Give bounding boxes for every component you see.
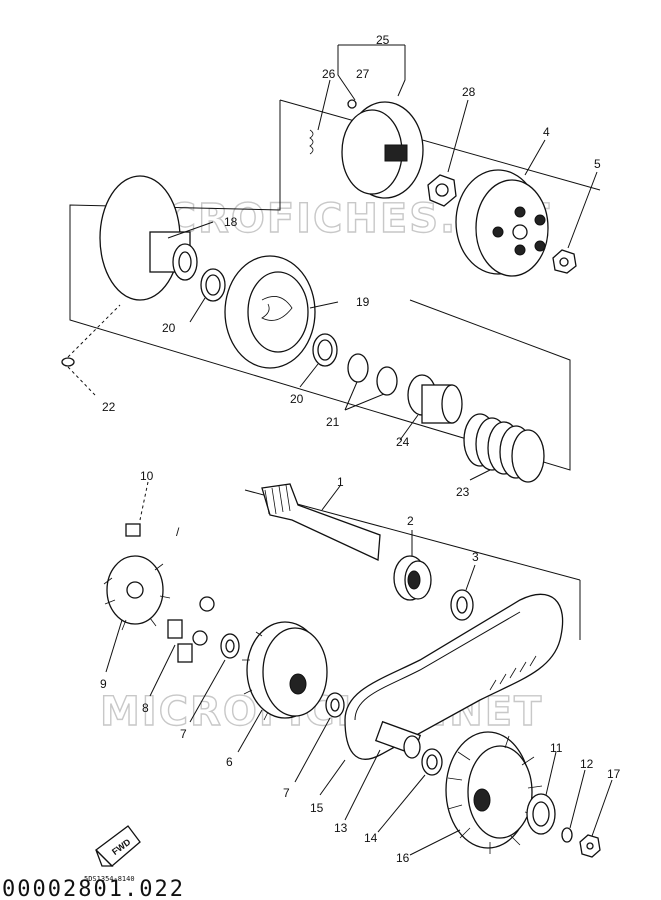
part-fan-sheave-16 (409, 731, 543, 856)
assembly-frame-upper (69, 99, 601, 471)
part-washer-3 (450, 564, 476, 621)
fwd-arrow-badge: FWD (95, 825, 141, 867)
drawing-code: 5DS1354-8140 (84, 875, 135, 883)
part-washer-7a (189, 633, 240, 723)
callout-20b: 20 (290, 392, 304, 406)
callout-7a: 7 (180, 727, 187, 741)
part-clip-12 (561, 769, 586, 843)
callout-10: 10 (140, 469, 154, 483)
part-washer-14 (377, 748, 443, 833)
part-seal-11 (526, 751, 557, 835)
part-nut-17 (579, 779, 613, 858)
callout-15: 15 (310, 801, 324, 815)
part-bearing-2 (393, 530, 432, 601)
callout-12: 12 (580, 757, 594, 771)
small-mark: / (176, 525, 180, 539)
reference-number: 00002801.022 (2, 877, 185, 900)
part-seal-20b (299, 333, 338, 388)
callout-17: 17 (607, 767, 621, 781)
part-washer-7b (294, 692, 345, 783)
callout-labels: 25 26 27 28 4 5 18 20 19 20 21 24 23 22 … (100, 33, 621, 865)
part-collar-24 (399, 374, 463, 441)
callout-23: 23 (456, 485, 470, 499)
callout-19: 19 (356, 295, 370, 309)
part-clutch-housing-4 (455, 139, 549, 277)
callout-13: 13 (334, 821, 348, 835)
callout-6: 6 (226, 755, 233, 769)
part-collar-13 (344, 720, 422, 821)
callout-21: 21 (326, 415, 340, 429)
callout-8: 8 (142, 701, 149, 715)
part-cam-9 (103, 555, 171, 673)
callout-18: 18 (224, 215, 238, 229)
part-weights-8 (149, 596, 215, 697)
part-sliding-sheave-18 (99, 175, 214, 301)
callout-1: 1 (337, 475, 344, 489)
part-clutch-carrier (309, 44, 424, 199)
part-shaft-1 (261, 483, 381, 561)
callout-14: 14 (364, 831, 378, 845)
part-primary-sheave-6 (237, 621, 328, 753)
callout-22: 22 (102, 400, 116, 414)
callout-26: 26 (322, 67, 336, 81)
part-sliding-sheave-19 (224, 255, 339, 369)
part-pin-22 (61, 304, 121, 396)
part-belt-15 (319, 593, 564, 796)
part-seal-20a (189, 268, 226, 323)
callout-9: 9 (100, 677, 107, 691)
callout-3: 3 (472, 550, 479, 564)
callout-24: 24 (396, 435, 410, 449)
callout-20a: 20 (162, 321, 176, 335)
callout-28: 28 (462, 85, 476, 99)
callout-16: 16 (396, 851, 410, 865)
callout-5: 5 (594, 157, 601, 171)
part-nut-28 (427, 99, 469, 207)
callout-7b: 7 (283, 786, 290, 800)
callout-4: 4 (543, 125, 550, 139)
callout-27: 27 (356, 67, 370, 81)
part-spring-23 (463, 413, 545, 483)
part-ring-21 (344, 353, 398, 411)
callout-2: 2 (407, 514, 414, 528)
part-nut-5 (552, 171, 598, 274)
part-guide-10 (125, 481, 149, 537)
callout-25: 25 (376, 33, 390, 47)
callout-11: 11 (550, 741, 563, 755)
